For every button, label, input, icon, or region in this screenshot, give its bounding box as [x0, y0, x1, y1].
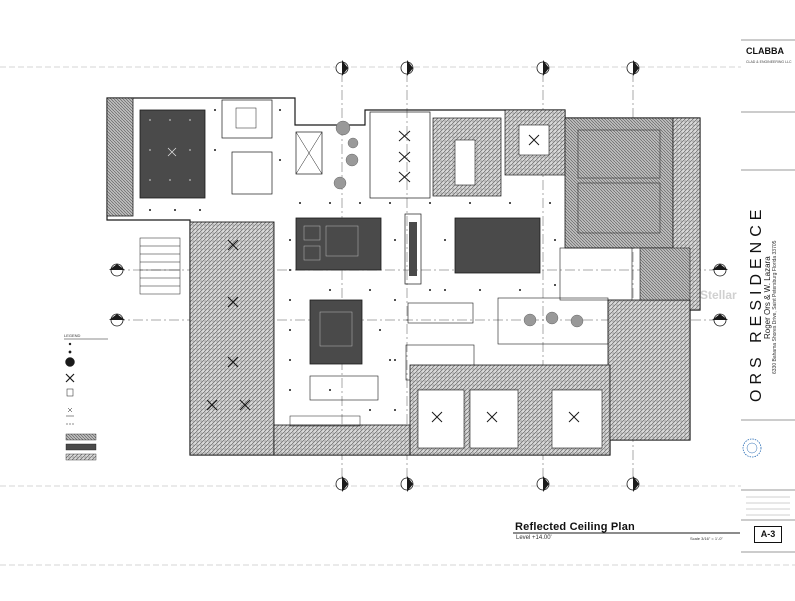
firm-logo: CLABBA: [746, 46, 784, 56]
project-owner: Roger Ors & W. Lazara: [763, 256, 772, 339]
watermark: Stellar: [700, 288, 737, 302]
plan-title: Reflected Ceiling Plan: [515, 521, 635, 533]
legend-title: LEGEND: [64, 333, 81, 338]
sheet-number: A-3: [754, 526, 782, 543]
plan-level: Level +14.00': [516, 535, 552, 541]
firm-name: CLAD & ENGINEERING LLC: [746, 60, 792, 64]
plan-scale: Scale 3/16" = 1'-0": [690, 536, 723, 541]
project-address: 6330 Bahama Shores Drive, Saint Petersbu…: [772, 240, 778, 374]
